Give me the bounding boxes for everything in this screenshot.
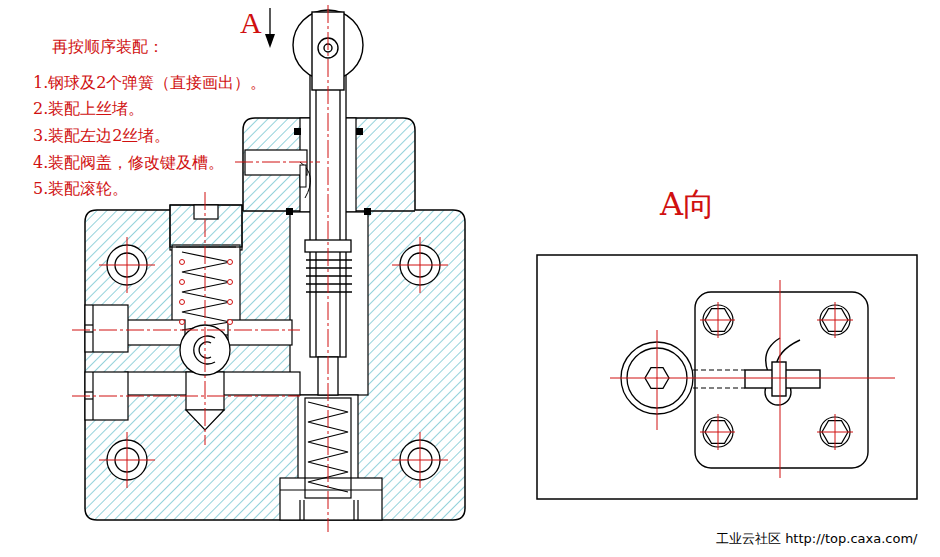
spring-coil (180, 280, 185, 285)
note-heading: 再按顺序装配： (52, 38, 164, 56)
seal (364, 208, 371, 215)
roller-view (745, 338, 820, 405)
center-line (205, 192, 206, 445)
valve-stem (306, 259, 352, 260)
center-line (72, 330, 300, 331)
center-line (235, 162, 320, 163)
note-step: 2.装配上丝堵。 (33, 100, 144, 118)
spring-coil (180, 260, 233, 325)
note-step: 3.装配左边2丝堵。 (33, 127, 170, 145)
center-line (835, 302, 836, 338)
cover-plate (695, 292, 868, 468)
spring-coil (228, 300, 233, 305)
hidden-line (693, 388, 745, 389)
center-line (657, 330, 658, 430)
hidden-line (693, 370, 745, 371)
valve-drawing (99, 237, 155, 293)
top-plug (170, 205, 242, 247)
cavity (170, 205, 242, 250)
screw-plug (85, 391, 93, 392)
top-plug (176, 246, 236, 247)
center-line (72, 396, 300, 397)
bottom-plug (303, 500, 304, 520)
screw-plug (85, 398, 93, 399)
spring (182, 252, 230, 330)
key (300, 162, 310, 198)
cavity (172, 245, 240, 335)
valve-stem (306, 275, 352, 276)
spring-coil (228, 260, 233, 265)
bottom-plug (353, 500, 354, 520)
screw-plug (85, 305, 128, 352)
roller-view (772, 362, 786, 396)
valve-stem (306, 283, 352, 284)
view-title: A向 (660, 186, 715, 223)
cavity (125, 320, 185, 345)
screw-plug (92, 305, 93, 352)
top-plug (170, 205, 242, 247)
view-frame (537, 255, 917, 499)
view-letter: A (240, 6, 262, 41)
screw-plug (85, 324, 93, 325)
watermark: 工业云社区 http://top.caxa.com/ (716, 532, 917, 547)
screw-plug (85, 305, 128, 420)
note-step: 1.钢球及2个弹簧（直接画出）。 (33, 74, 266, 92)
center-line (835, 414, 836, 450)
center-line (610, 280, 895, 478)
center-line (718, 414, 719, 450)
valve-stem (306, 291, 352, 292)
cavity (280, 478, 382, 520)
center-line (718, 302, 719, 338)
center-line (328, 5, 329, 532)
seal (294, 128, 301, 135)
cavity (228, 320, 292, 345)
bottom-plug (299, 500, 300, 520)
spring-coil (180, 260, 185, 265)
valve-body (85, 118, 465, 520)
arrow-head (265, 34, 275, 48)
hidden-line (693, 370, 745, 388)
spring-coil (180, 300, 185, 305)
seal (286, 208, 293, 215)
valve-drawing (392, 432, 448, 488)
bottom-plug (280, 489, 382, 490)
bottom-plug (280, 398, 382, 520)
seal (356, 128, 363, 135)
spring-coil (228, 280, 233, 285)
steel-ball (194, 336, 215, 364)
screw-plug (85, 331, 93, 332)
valve-stem (306, 267, 352, 268)
roller (312, 12, 344, 90)
valve-stem (315, 90, 316, 357)
center-line (780, 280, 781, 478)
pin (300, 165, 306, 187)
valve-stem (339, 90, 340, 357)
note-step: 4.装配阀盖，修改键及槽。 (33, 154, 224, 172)
top-plug (194, 205, 218, 219)
bottom-plug (357, 500, 358, 520)
spring-coil (180, 320, 185, 325)
center-line (610, 378, 895, 379)
valve-drawing (392, 237, 448, 293)
note-step: 5.装配滚轮。 (33, 180, 128, 198)
valve-drawing (99, 432, 155, 488)
spring-coil (228, 320, 233, 325)
